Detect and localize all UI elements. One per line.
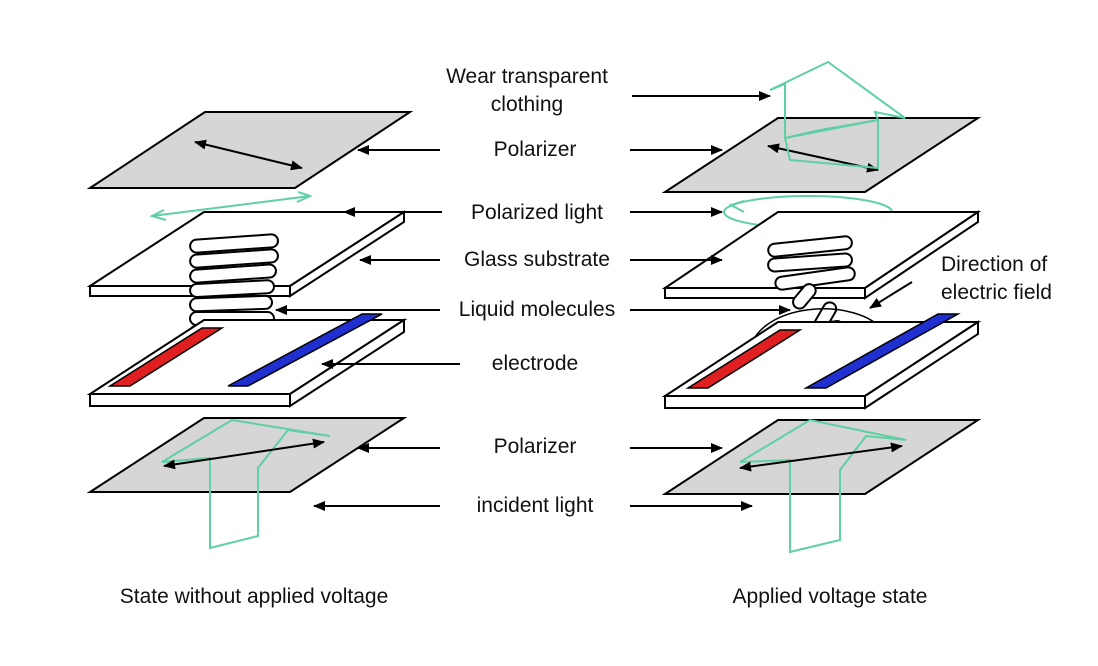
right-exiting-light xyxy=(769,60,906,170)
label-polarizer-top: Polarizer xyxy=(493,138,577,161)
right-blue-electrode xyxy=(803,313,961,389)
left-top-polarizer xyxy=(86,111,414,189)
left-bottom-polarizer xyxy=(86,417,408,493)
left-stack xyxy=(86,111,414,550)
left-blue-electrode xyxy=(227,313,383,387)
caption-right: Applied voltage state xyxy=(732,585,928,608)
label-wear-transparent-clothing-line2: clothing xyxy=(490,93,564,116)
pointer-arrows xyxy=(275,91,913,511)
right-stack xyxy=(661,60,982,554)
left-polarized-light xyxy=(149,191,313,221)
label-polarized-light: Polarized light xyxy=(471,201,603,224)
label-glass-substrate: Glass substrate xyxy=(464,248,610,271)
left-electrode-substrate xyxy=(86,313,408,408)
label-incident-light: incident light xyxy=(476,494,594,517)
caption-left: State without applied voltage xyxy=(119,585,389,608)
label-direction-of-electric-field-line1: Direction of xyxy=(941,253,1048,276)
right-red-electrode xyxy=(685,329,803,389)
right-electrode-substrate xyxy=(661,313,982,410)
left-red-electrode xyxy=(107,327,225,387)
label-liquid-molecules: Liquid molecules xyxy=(458,298,616,321)
label-polarizer-bottom: Polarizer xyxy=(493,435,577,458)
label-direction-of-electric-field-line2: electric field xyxy=(941,281,1052,304)
label-electrode: electrode xyxy=(491,352,579,375)
label-wear-transparent-clothing-line1: Wear transparent xyxy=(446,65,608,88)
